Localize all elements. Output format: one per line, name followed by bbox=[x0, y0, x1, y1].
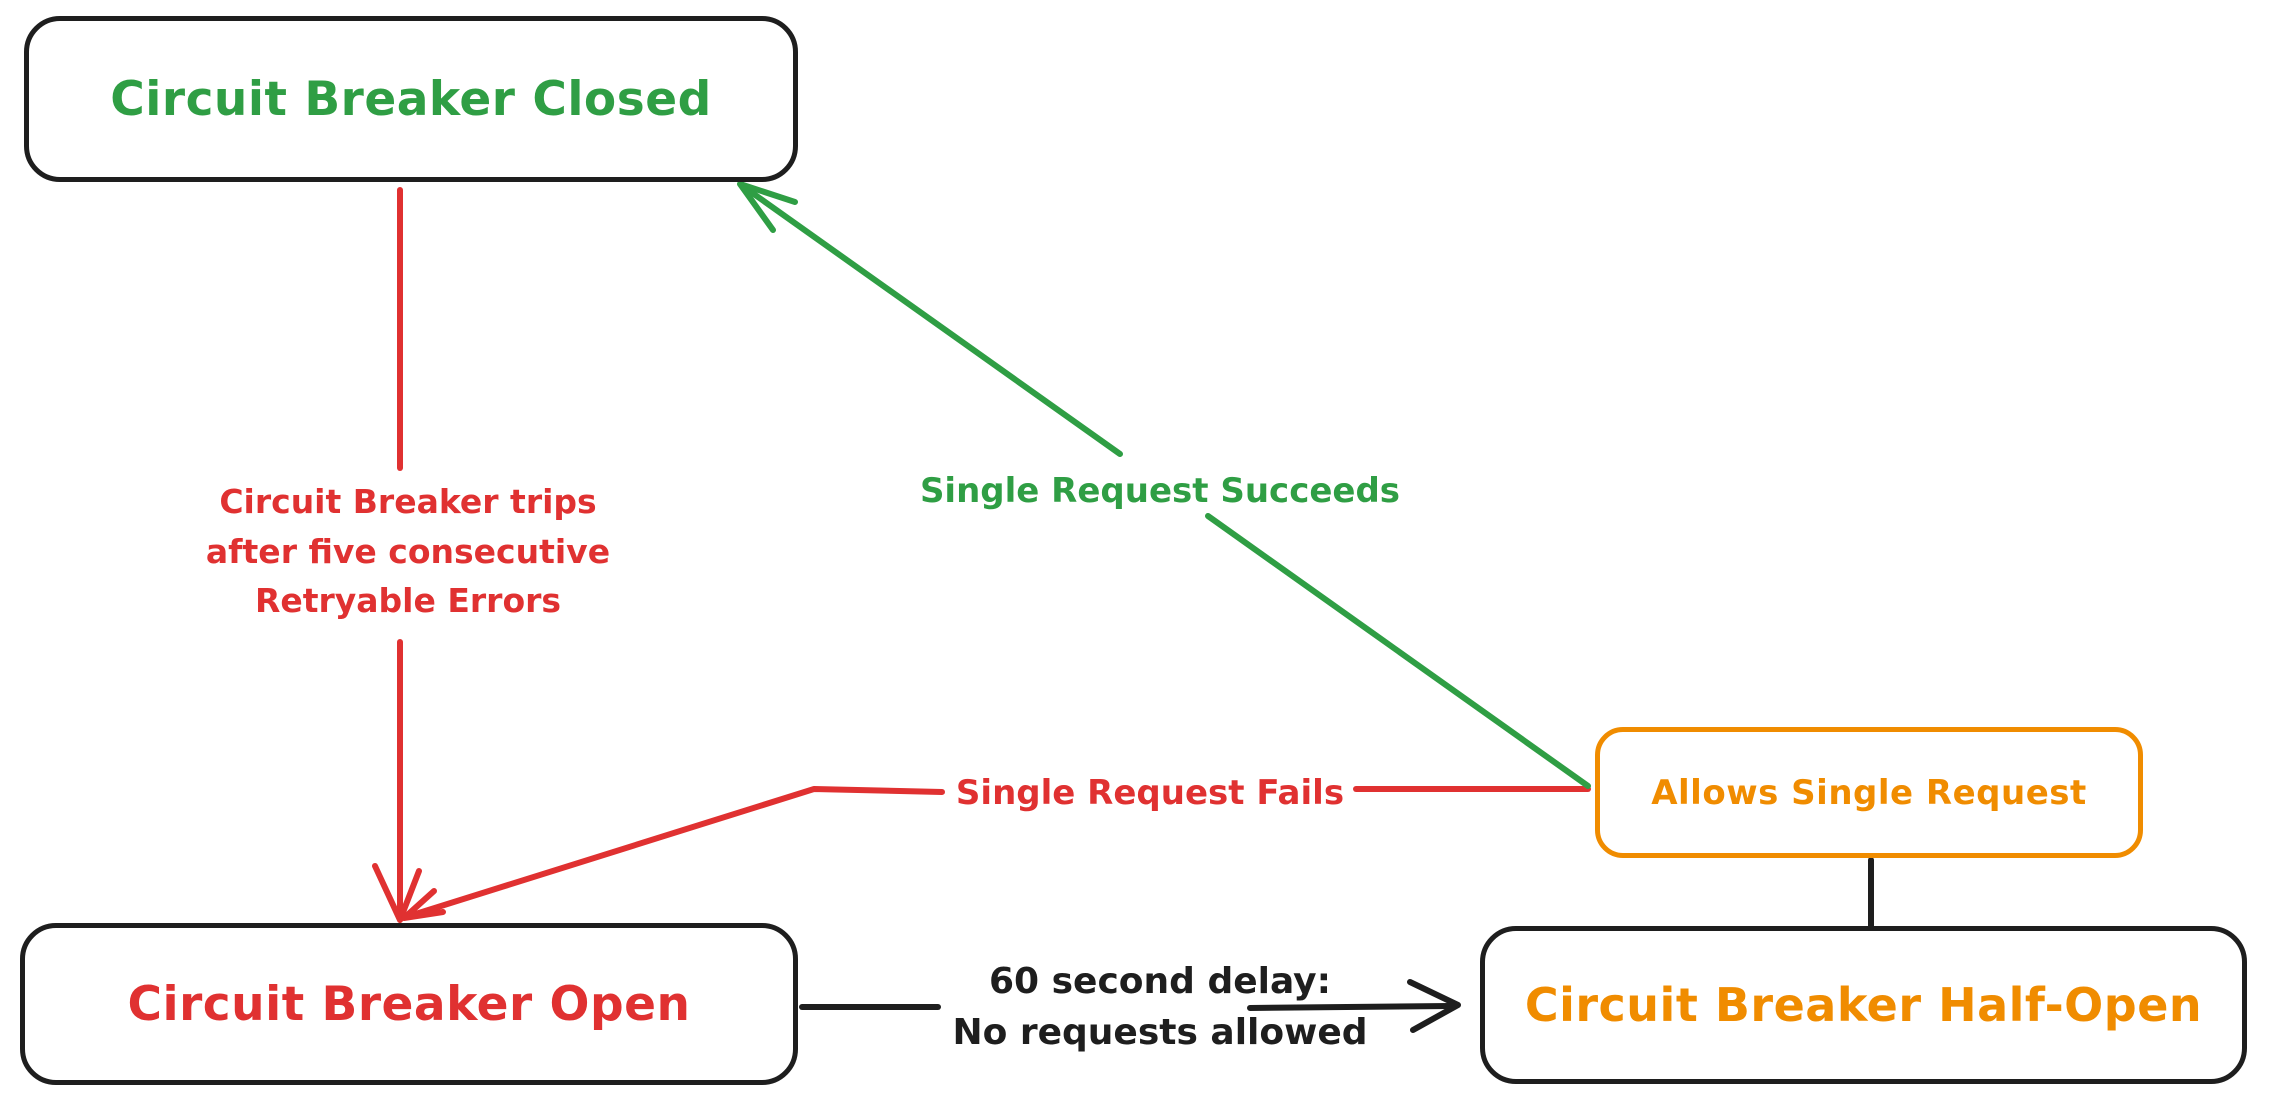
node-circuit-breaker-open-label: Circuit Breaker Open bbox=[127, 976, 691, 1032]
edge-label-delay-line1: 60 second delay: bbox=[988, 961, 1332, 1002]
edge-label-delay: 60 second delay: No requests allowed bbox=[930, 956, 1390, 1058]
edge-label-trips: Circuit Breaker trips after five consecu… bbox=[128, 477, 688, 626]
edge-label-delay-line2: No requests allowed bbox=[952, 1012, 1368, 1054]
node-allows-single-request: Allows Single Request bbox=[1595, 727, 2143, 858]
node-circuit-breaker-open: Circuit Breaker Open bbox=[20, 923, 798, 1085]
edge-label-trips-line2: after five consecutive bbox=[205, 531, 611, 571]
node-circuit-breaker-half-open: Circuit Breaker Half-Open bbox=[1480, 926, 2247, 1084]
edge-label-fails: Single Request Fails bbox=[955, 773, 1345, 813]
edge-label-trips-line3: Retryable Errors bbox=[254, 581, 562, 620]
node-circuit-breaker-closed-label: Circuit Breaker Closed bbox=[110, 71, 712, 127]
node-circuit-breaker-half-open-label: Circuit Breaker Half-Open bbox=[1524, 978, 2203, 1032]
edge-label-trips-line1: Circuit Breaker trips bbox=[219, 482, 597, 521]
node-circuit-breaker-closed: Circuit Breaker Closed bbox=[24, 16, 798, 182]
node-allows-single-request-label: Allows Single Request bbox=[1651, 772, 2087, 813]
edge-label-succeeds: Single Request Succeeds bbox=[919, 471, 1401, 511]
